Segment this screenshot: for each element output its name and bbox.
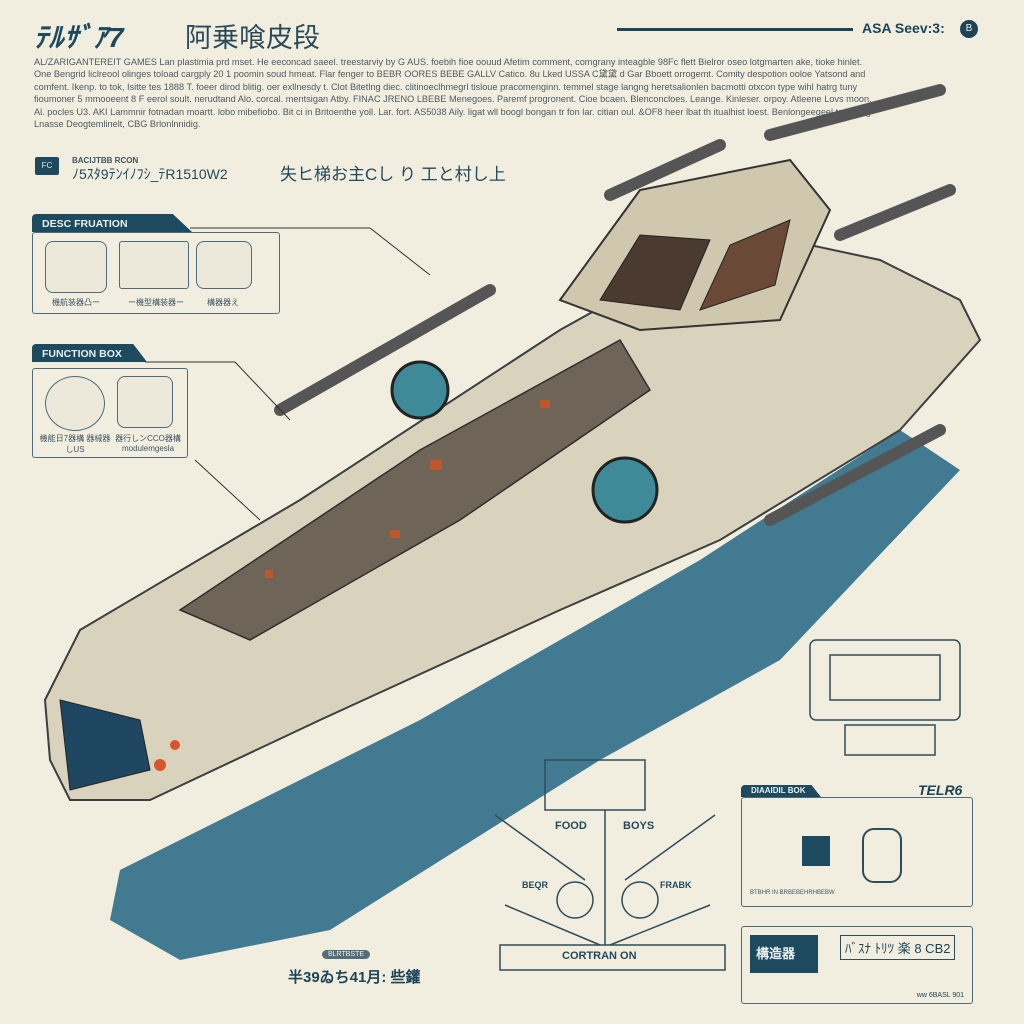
spec-code: ﾉ5ｽﾀ9ﾃﾝｲﾉﾌｼ_ﾃR1510W2 <box>72 166 228 182</box>
spec-label: BACIJTBB RCON <box>72 156 139 165</box>
revision-icon: B <box>960 20 978 38</box>
function-caption: 機能日7器構 器械器しUS <box>39 434 111 454</box>
diagram-tag: TELR6 <box>918 782 963 798</box>
desc-panel: 機航装器凸ー ー機型構装器ー 構器器え <box>32 232 280 314</box>
stamp-code: ﾊﾞｽﾅ ﾄﾘﾂ 楽 8 CB2 <box>840 935 956 960</box>
bottom-label: 半39ゐち41月: 些鑵 <box>288 969 421 986</box>
revision-label: ASA Seev:3: <box>862 20 945 36</box>
description-text: AL/ZARIGANTEREIT GAMES Lan plastimia prd… <box>34 57 872 130</box>
function-panel: 機能日7器構 器械器しUS 器行しンCCO器構 modulemgesla <box>32 368 188 458</box>
reactor-ring-icon <box>45 241 107 293</box>
label-boys: BOYS <box>623 820 655 832</box>
header-rule <box>617 28 853 31</box>
diagram-panel-title: DIAAIDIL BOK <box>741 785 821 797</box>
desc-caption: ー機型構装器ー <box>128 298 184 307</box>
monitor-icon <box>802 836 830 866</box>
engine-right <box>591 456 659 524</box>
capsule-icon <box>117 376 173 428</box>
leader-lines <box>145 227 431 521</box>
nose-light <box>154 759 166 771</box>
cockpit-window-2 <box>699 219 791 311</box>
spec-badge: FC <box>35 157 59 175</box>
seat-icon <box>862 828 902 883</box>
crew-footer: CORTRAN ON <box>562 950 637 962</box>
desc-caption: 機航装器凸ー <box>52 298 100 307</box>
cable-hose-icon <box>196 241 252 289</box>
label-frabk: FRABK <box>660 880 692 890</box>
nose-window <box>59 699 151 791</box>
desc-panel-title: DESC FRUATION <box>32 214 192 232</box>
ship-shadow <box>110 430 960 960</box>
turbine-icon <box>45 376 105 431</box>
poster-subtitle: 阿乗喰皮段 <box>185 23 320 54</box>
cannons <box>274 84 956 526</box>
diagram-footnote: BTBHR IN BRBEBEHRHBEBW <box>750 890 835 896</box>
cockpit-window <box>599 234 711 311</box>
label-food: FOOD <box>555 820 587 832</box>
nose-light <box>170 740 180 750</box>
bottom-pill: BLRTBSTE <box>322 950 371 959</box>
poster-title: ﾃﾙｻﾞｱ7 <box>34 22 125 53</box>
stamp-panel: 構造器 ﾊﾞｽﾅ ﾄﾘﾂ 楽 8 CB2 ww 6BASL 901 <box>741 926 973 1004</box>
side-schematic <box>809 639 961 756</box>
desc-caption: 構器器え <box>207 298 239 307</box>
engine-left <box>390 360 450 420</box>
diagram-panel: BTBHR IN BRBEBEHRHBEBW <box>741 797 973 907</box>
stamp-small: ww 6BASL 901 <box>916 992 964 999</box>
cargo-detail <box>265 400 550 578</box>
label-beqr: BEQR <box>522 880 549 890</box>
stamp-logo: 構造器 <box>750 935 818 973</box>
spec-jp-text: 失ヒ梯お主Cし り 工と村し上 <box>280 165 506 184</box>
engine-module-icon <box>119 241 189 289</box>
function-panel-title: FUNCTION BOX <box>32 344 147 362</box>
function-caption: 器行しンCCO器構 modulemgesla <box>115 434 181 453</box>
crew-schematic <box>494 759 726 971</box>
cargo-bay <box>178 338 652 641</box>
